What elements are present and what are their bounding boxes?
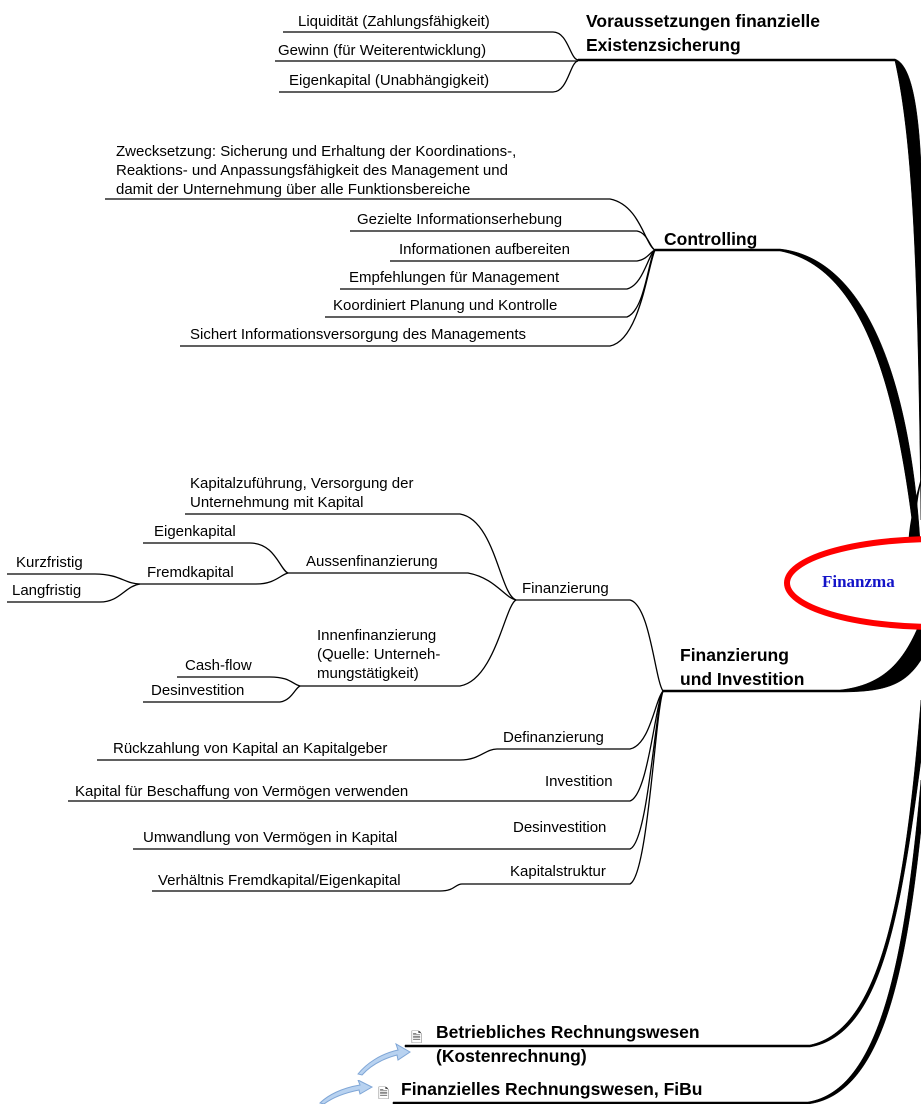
innenfinanzierung-line3[interactable]: mungstätigkeit): [317, 665, 419, 682]
fremdkapital-kurzfristig[interactable]: Kurzfristig: [16, 554, 83, 571]
existenz-title-line2[interactable]: Existenzsicherung: [586, 35, 741, 55]
link-arrow-icon[interactable]: [356, 1040, 412, 1076]
fininv-title-line2[interactable]: und Investition: [680, 669, 805, 689]
center-node-label[interactable]: Finanzma: [822, 572, 895, 591]
kapitalstruktur-detail[interactable]: Verhältnis Fremdkapital/Eigenkapital: [158, 872, 401, 889]
definanzierung-label[interactable]: Definanzierung: [503, 729, 604, 746]
document-icon: 🗎: [378, 1086, 390, 1102]
kapitalzufuehrung-line2[interactable]: Unternehmung mit Kapital: [190, 494, 364, 511]
aussen-eigenkapital[interactable]: Eigenkapital: [154, 523, 236, 540]
link-arrow-icon[interactable]: [318, 1080, 374, 1104]
desinvestition-detail[interactable]: Umwandlung von Vermögen in Kapital: [143, 829, 398, 846]
definanzierung-detail[interactable]: Rückzahlung von Kapital an Kapitalgeber: [113, 740, 388, 757]
existenz-item-gewinn[interactable]: Gewinn (für Weiterentwicklung): [278, 42, 487, 59]
finanziell-title[interactable]: Finanzielles Rechnungswesen, FiBu: [401, 1079, 703, 1099]
document-icon: 🗎: [411, 1030, 423, 1046]
fininv-connectors: [7, 513, 664, 892]
innen-desinvestition[interactable]: Desinvestition: [151, 682, 245, 699]
innenfinanzierung-line1[interactable]: Innenfinanzierung: [317, 627, 437, 644]
aussen-fremdkapital[interactable]: Fremdkapital: [147, 564, 234, 581]
controlling-item-aufbereiten[interactable]: Informationen aufbereiten: [399, 241, 570, 258]
controlling-purpose-line2[interactable]: Reaktions- und Anpassungsfähigkeit des M…: [116, 162, 508, 179]
controlling-title[interactable]: Controlling: [664, 229, 758, 249]
fininv-title-line1[interactable]: Finanzierung: [680, 645, 789, 665]
kapitalstruktur-label[interactable]: Kapitalstruktur: [510, 863, 606, 880]
aussenfinanzierung-label[interactable]: Aussenfinanzierung: [306, 553, 438, 570]
desinvestition-label[interactable]: Desinvestition: [513, 819, 607, 836]
existenz-item-eigenkapital[interactable]: Eigenkapital (Unabhängigkeit): [289, 72, 490, 89]
kapitalzufuehrung-line1[interactable]: Kapitalzuführung, Versorgung der: [190, 475, 414, 492]
controlling-item-empfehlungen[interactable]: Empfehlungen für Management: [349, 269, 560, 286]
controlling-item-koordiniert[interactable]: Koordiniert Planung und Kontrolle: [333, 297, 558, 314]
controlling-purpose-line1[interactable]: Zwecksetzung: Sicherung und Erhaltung de…: [116, 143, 517, 160]
betrieblich-title-line2[interactable]: (Kostenrechnung): [436, 1046, 587, 1066]
fremdkapital-langfristig[interactable]: Langfristig: [12, 582, 82, 599]
controlling-purpose-line3[interactable]: damit der Unternehmung über alle Funktio…: [116, 181, 471, 198]
controlling-item-erhebung[interactable]: Gezielte Informationserhebung: [357, 211, 563, 228]
existenz-connectors: [275, 31, 579, 93]
innen-cashflow[interactable]: Cash-flow: [185, 657, 252, 674]
investition-detail[interactable]: Kapital für Beschaffung von Vermögen ver…: [75, 783, 409, 800]
controlling-connectors: [105, 198, 656, 347]
investition-label[interactable]: Investition: [545, 773, 613, 790]
existenz-title-line1[interactable]: Voraussetzungen finanzielle: [586, 11, 821, 31]
finanzierung-label[interactable]: Finanzierung: [522, 580, 609, 597]
controlling-item-sichert[interactable]: Sichert Informationsversorgung des Manag…: [190, 326, 527, 343]
innenfinanzierung-line2[interactable]: (Quelle: Unterneh-: [317, 646, 441, 663]
betrieblich-title-line1[interactable]: Betriebliches Rechnungswesen: [436, 1022, 700, 1042]
existenz-item-liquiditaet[interactable]: Liquidität (Zahlungsfähigkeit): [298, 13, 490, 30]
